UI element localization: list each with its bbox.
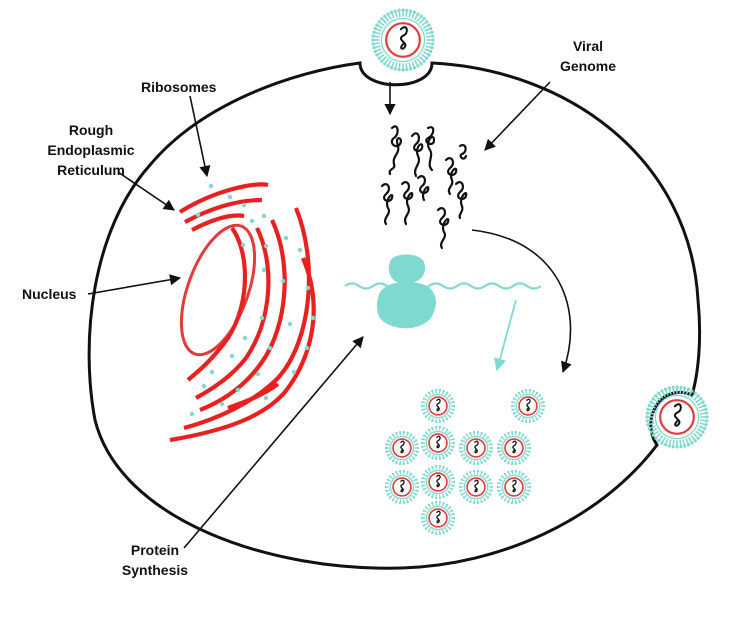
virus-particle-icon bbox=[420, 500, 456, 536]
virus-particle-icon bbox=[510, 388, 546, 424]
nucleus bbox=[179, 223, 257, 357]
ribosome-icon bbox=[376, 254, 436, 329]
virus-particle-icon bbox=[384, 469, 420, 505]
label-protein-synthesis-line2: Synthesis bbox=[122, 562, 188, 578]
virus-particle-icon bbox=[496, 430, 532, 466]
label-rough-er-line1: Rough bbox=[69, 122, 113, 138]
viral-genome-icon bbox=[380, 125, 468, 250]
virus-particle-icon bbox=[420, 464, 456, 500]
label-protein-synthesis-line1: Protein bbox=[131, 542, 179, 558]
label-viral-genome-line2: Genome bbox=[560, 58, 616, 74]
label-rough-er-line3: Reticulum bbox=[57, 162, 125, 178]
label-viral-genome-line1: Viral bbox=[573, 38, 603, 54]
rough-endoplasmic-reticulum bbox=[169, 182, 316, 443]
virus-particle-icon bbox=[384, 430, 420, 466]
ribosomes-arrow bbox=[189, 95, 211, 178]
virus-particle-icon bbox=[420, 425, 456, 461]
virus-particle-icon bbox=[420, 388, 456, 424]
label-ribosomes: Ribosomes bbox=[141, 79, 217, 95]
nucleus-arrow bbox=[87, 274, 182, 295]
rough-er-arrow bbox=[117, 171, 175, 211]
label-rough-er-line2: Endoplasmic bbox=[47, 142, 134, 158]
synthesis-output-arrow bbox=[493, 299, 517, 372]
virus-particle-icon bbox=[371, 8, 435, 72]
viral-genome-arrow bbox=[484, 81, 551, 151]
virus-particle-icon bbox=[645, 385, 709, 449]
protein-synthesis-arrow bbox=[183, 336, 364, 549]
er-ribosomes bbox=[189, 183, 316, 417]
label-nucleus: Nucleus bbox=[22, 286, 77, 302]
virus-particle-icon bbox=[496, 469, 532, 505]
mrna-strand bbox=[344, 282, 542, 290]
virus-particles bbox=[371, 8, 709, 536]
assembly-arrow bbox=[471, 229, 572, 374]
virus-particle-icon bbox=[458, 430, 494, 466]
virus-particle-icon bbox=[458, 469, 494, 505]
